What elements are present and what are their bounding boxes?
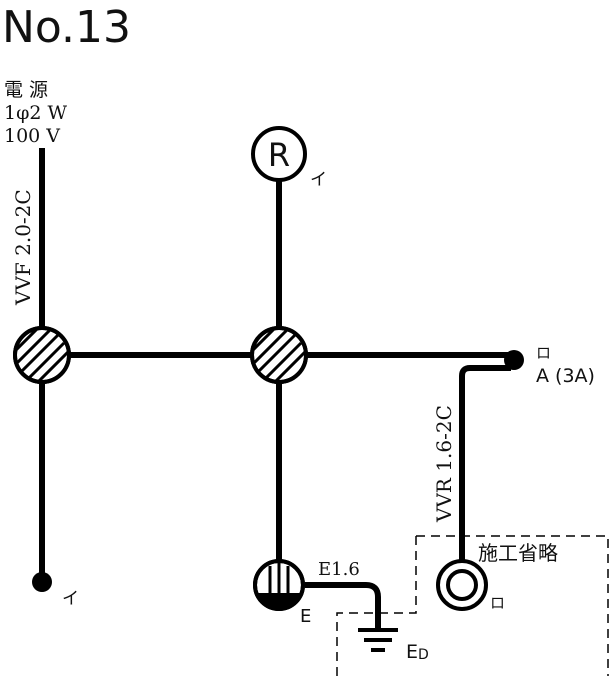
ground-label: ED [406, 641, 429, 663]
left-end-tag: イ [62, 589, 79, 609]
omitted-area-label: 施工省略 [478, 541, 558, 565]
outlet-label: E [300, 606, 311, 627]
wire-switch-to-lamp [459, 365, 511, 562]
switch-rating: A (3A) [536, 365, 595, 387]
junction-box-left [13, 326, 71, 384]
ground-symbol [358, 628, 398, 652]
left-end-point [32, 572, 52, 592]
source-label-line1: 電 源 [4, 79, 48, 101]
earth-wire-label: E1.6 [318, 559, 360, 580]
source-label-line3: 100 V [4, 125, 60, 147]
switch-tag: ロ [536, 344, 551, 362]
omitted-area-outline [336, 535, 609, 676]
lamp-tag: ロ [490, 594, 505, 612]
page-title: No.13 [2, 2, 131, 53]
receptacle-tag: イ [310, 170, 327, 190]
junction-box-center [250, 326, 308, 384]
cable-label-vvf: VVF 2.0-2C [11, 189, 35, 306]
wire-earth [305, 582, 381, 628]
source-label-line2: 1φ2 W [4, 102, 68, 124]
cable-label-vvr: VVR 1.6-2C [432, 405, 456, 523]
receptacle-fixture: R [251, 126, 307, 182]
lamp-fixture [436, 559, 488, 611]
switch-point [504, 350, 524, 370]
receptacle-symbol: R [268, 136, 290, 174]
grounded-outlet [253, 559, 305, 611]
